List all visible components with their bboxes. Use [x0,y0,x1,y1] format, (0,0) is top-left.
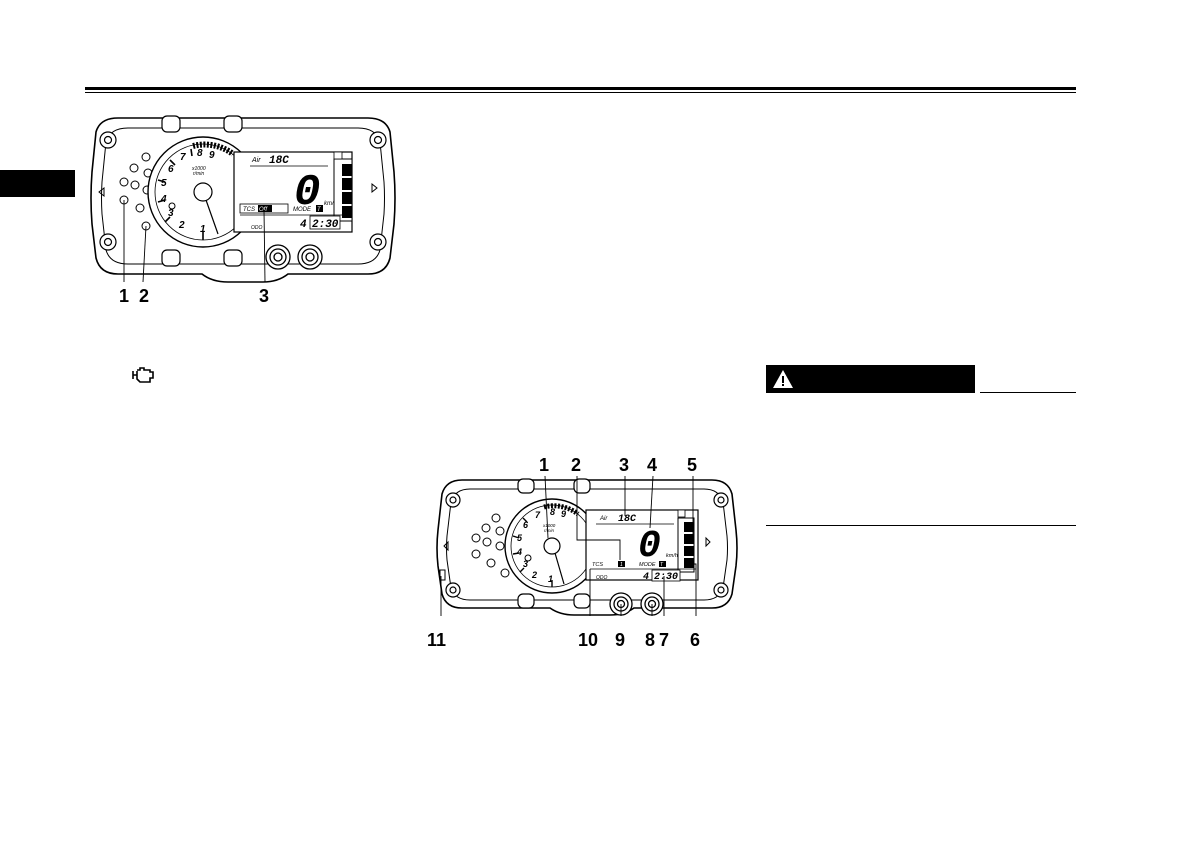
rpm-unit-line1-b: x1000 [542,523,556,528]
dial-number-2: 2 [178,220,185,231]
callout-top-2: 2 [139,286,150,306]
air-temp: 18C [269,155,289,167]
mode-value: T [317,207,322,213]
callout-bottom-3: 3 [619,455,630,475]
tcs-label-b: TCS [592,562,603,568]
dial-number-7-b: 7 [535,510,541,520]
callout-bottom-7: 7 [659,630,670,650]
mode-value-b: T [660,562,664,568]
air-label-b: Air [599,516,608,522]
clock-display-b: 2:30 [654,572,678,583]
callout-top-1: 1 [119,286,130,306]
dial-number-4-b: 4 [516,547,522,557]
warning-triangle-icon [773,370,793,388]
warning-header-rule [980,392,1076,393]
dial-number-3: 3 [168,208,174,219]
dial-number-5: 5 [161,178,167,189]
callout-bottom-9: 9 [615,630,626,650]
rpm-unit-line2: r/min [193,171,204,177]
mount-boss-top-left [99,131,387,251]
dial-number-7: 7 [180,152,186,163]
header-rule-thin [85,92,1076,93]
dial-number-3-b: 3 [523,559,528,569]
air-label: Air [251,157,261,164]
dial-number-1-b: 1 [548,574,553,584]
rpm-unit-line2-b: r/min [544,528,554,533]
callout-bottom-11: 11 [427,630,447,650]
tcs-value-b: 1 [620,562,623,568]
gear-indicator: 4 [300,219,307,231]
dial-number-8: 8 [197,148,203,159]
engine-trouble-warning-icon [132,367,154,383]
dial-number-2-b: 2 [531,570,537,580]
speed-unit-b: km/h [666,553,678,559]
rpm-unit-line1: x1000 [191,166,206,172]
speed-display-b: 0 [638,525,661,568]
chapter-thumb-tab [0,170,75,197]
air-temp-b: 18C [618,514,636,525]
dial-number-1: 1 [200,224,206,235]
callout-bottom-5: 5 [687,455,698,475]
dial-number-8-b: 8 [550,507,555,517]
mode-label-b: MODE [639,562,656,568]
warning-end-rule [766,525,1076,526]
tcs-value: Off [259,207,268,213]
dial-number-6: 6 [168,164,174,175]
dial-number-4: 4 [160,194,167,205]
instrument-cluster-figure-bottom: 1 2 3 4 5 6 7 8 9 x1000 r/min Air 18C 0 … [436,476,738,616]
gear-indicator-b: 4 [643,572,649,583]
callout-bottom-8: 8 [645,630,656,650]
instrument-cluster-figure-top: 1 2 3 4 5 6 7 8 9 x1000 r/min Air 18C 0 … [90,115,396,283]
speed-unit: km/h [324,201,338,207]
callout-bottom-2: 2 [571,455,582,475]
odo-label-b: ODO [596,575,608,581]
clock-display: 2:30 [312,219,339,231]
callout-top-3: 3 [259,286,270,306]
dial-number-5-b: 5 [517,533,523,543]
callout-bottom-1: 1 [539,455,550,475]
callout-bottom-4: 4 [647,455,658,475]
mode-label: MODE [293,207,312,213]
odo-label: ODO [251,225,263,231]
dial-number-9-b: 9 [561,509,566,519]
warning-header-bar [766,365,975,393]
callout-bottom-10: 10 [578,630,599,650]
tcs-label: TCS [243,207,255,213]
dial-number-9: 9 [209,150,215,161]
callout-bottom-6: 6 [690,630,701,650]
header-rule-thick [85,87,1076,90]
dial-number-6-b: 6 [523,520,529,530]
